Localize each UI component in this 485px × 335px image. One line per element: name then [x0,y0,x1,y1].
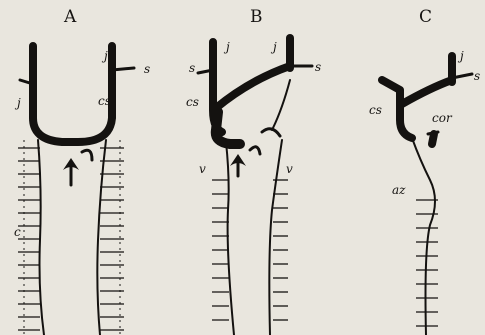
panel-a-label-c: c [14,225,21,239]
panel-b-label-v-left: v [199,162,206,176]
panel-a-label-s: s [144,62,150,76]
panel-b-label-cs: cs [186,95,199,109]
panel-c-transverse-vein [402,80,452,104]
panel-a-ostium-hook [82,150,92,160]
panel-c-left-jugular [382,80,412,138]
panel-a-right-cardinal-vein [97,140,106,335]
panel-c-azygos-vein [412,138,435,335]
panel-c-coronary-stub [432,134,434,144]
panel-c: C j s cs cor az [369,7,480,335]
panel-c-label-cor: cor [432,111,453,125]
panel-b-label-j-left: j [223,40,230,54]
panel-b-transverse-anastomosis [216,66,290,108]
panel-a-label-j-right: j [101,49,108,63]
panel-c-label-j: j [457,49,464,63]
panel-b-label-s-right: s [315,60,321,74]
panel-b-intercostal-branches [212,180,288,320]
panel-b-ostium-hook [250,147,260,154]
panel-c-label-az: az [392,183,406,197]
panel-c-label-cs: cs [369,103,382,117]
panel-b-right-sinus-horn [262,129,280,136]
panel-c-label-s: s [474,69,480,83]
panel-b-label-v-right: v [286,162,293,176]
panel-b-label-s-left: s [189,61,195,75]
panel-a-subclavian-branch [112,68,134,70]
panel-a-letter: A [63,7,77,27]
panel-c-letter: C [419,7,432,27]
panel-b-letter: B [250,7,263,27]
panel-a-left-cardinal-vein [38,140,44,335]
panel-a-label-j-left: j [14,96,21,110]
panel-b-sinus-venosus [216,112,240,144]
panel-b-label-j-right: j [270,40,277,54]
panel-b-right-remnant [272,80,290,130]
panel-a: A j s j cs c [14,7,150,335]
panel-a-label-cs: cs [98,94,111,108]
panel-b: B j j s s cs v v [186,7,321,335]
